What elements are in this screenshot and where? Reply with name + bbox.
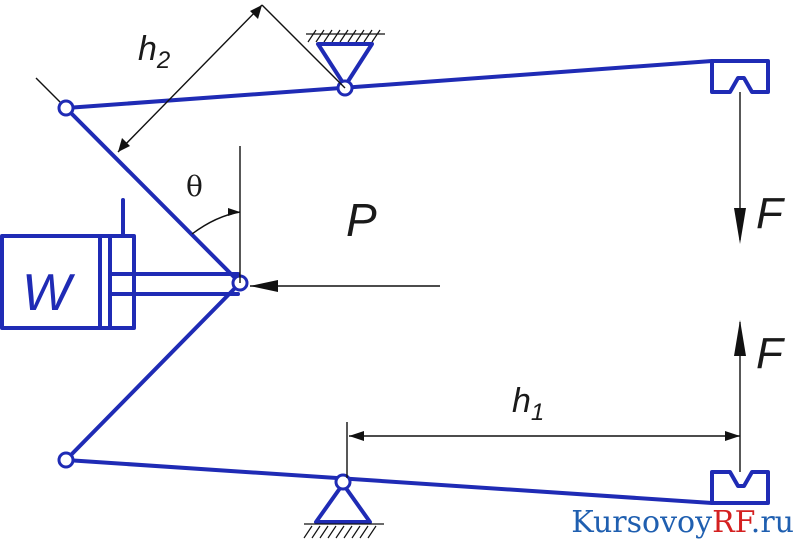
h1-label: h1 — [512, 382, 544, 426]
watermark-part-2: RF — [712, 505, 751, 540]
force-p-arrowhead — [250, 280, 278, 292]
watermark-part-1: Kursovoy — [571, 505, 713, 540]
angle-theta: θ — [186, 146, 241, 283]
f-bottom-label: F — [756, 329, 785, 378]
h2-label: h2 — [138, 30, 170, 74]
bottom-fixed-support — [303, 482, 384, 539]
top-fixed-support — [306, 29, 385, 88]
force-f-top: F — [734, 92, 785, 244]
upper-toggle-link — [64, 106, 242, 285]
bottom-lever-arm — [64, 458, 714, 505]
dimension-h1: h1 — [346, 382, 740, 478]
bottom-fulcrum-pin — [334, 473, 352, 491]
top-support-hatching — [307, 29, 381, 43]
bottom-support-hatching — [303, 525, 377, 539]
f-top-label: F — [756, 189, 785, 238]
force-f-bottom: F — [734, 320, 785, 472]
force-p: P — [250, 194, 440, 292]
theta-label: θ — [186, 170, 203, 203]
top-jaw — [710, 59, 770, 94]
lower-toggle-link — [64, 281, 242, 462]
cylinder-label: W — [22, 264, 76, 322]
top-lever-arm — [64, 59, 714, 110]
p-label: P — [346, 194, 377, 246]
bottom-left-pin — [57, 451, 75, 469]
watermark: KursovoyRF.ru — [571, 505, 794, 540]
watermark-part-3: .ru — [750, 505, 794, 540]
top-left-pin — [57, 99, 75, 117]
hydraulic-cylinder: W — [0, 198, 240, 330]
bottom-jaw — [710, 470, 770, 505]
dimension-h2: h2 — [117, 4, 346, 153]
